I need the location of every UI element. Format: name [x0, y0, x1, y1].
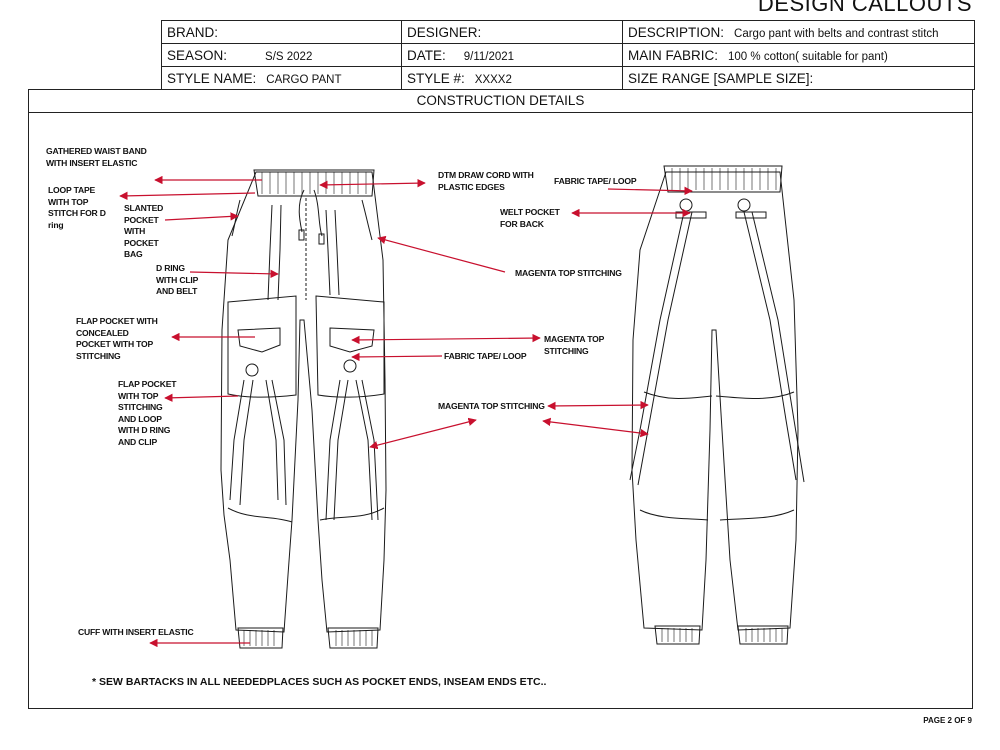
front-d-ring-right: [343, 359, 357, 373]
front-d-ring-left: [245, 363, 259, 377]
date-cell: DATE: 9/11/2021: [401, 43, 623, 67]
front-cuff-left: [237, 627, 284, 649]
back-knee-seam: [639, 509, 795, 521]
description-label: DESCRIPTION:: [628, 24, 725, 40]
callout-flap-pocket-concealed: FLAP POCKET WITH CONCEALED POCKET WITH T…: [76, 316, 158, 361]
style-name-label: STYLE NAME:: [167, 70, 257, 86]
back-cuff-left: [654, 625, 701, 645]
front-cuff-ribs: [243, 630, 373, 646]
front-slanted-pocket-left: [231, 199, 241, 237]
front-view-flat: [220, 169, 387, 649]
callout-slanted-pocket: SLANTED POCKET WITH POCKET BAG: [124, 203, 164, 259]
arrow-magenta-back-2: [542, 417, 649, 438]
front-hanging-belt-left-2: [265, 379, 287, 506]
bartack-note: * SEW BARTACKS IN ALL NEEDEDPLACES SUCH …: [92, 676, 547, 688]
date-value: 9/11/2021: [463, 50, 515, 63]
callout-d-ring: D RING WITH CLIP AND BELT: [156, 263, 198, 296]
construction-details-frame: CONSTRUCTION DETAILS: [28, 89, 973, 709]
back-pant-outline: [631, 171, 799, 631]
description-cell: DESCRIPTION: Cargo pant with belts and co…: [622, 20, 975, 44]
back-d-ring-right: [737, 198, 751, 212]
size-range-label: SIZE RANGE [SAMPLE SIZE]:: [628, 70, 814, 86]
style-number-label: STYLE #:: [407, 70, 465, 86]
front-hanging-belt-right-2: [355, 379, 379, 521]
season-value: S/S 2022: [265, 50, 313, 63]
section-title: CONSTRUCTION DETAILS: [29, 90, 972, 113]
drawcord: [298, 189, 323, 237]
front-flap-left: [237, 327, 281, 353]
front-belt-strap-left: [267, 204, 282, 301]
callout-magenta-mid: MAGENTA TOP STITCHING: [544, 334, 605, 356]
callout-welt-pocket: WELT POCKET FOR BACK: [500, 207, 560, 229]
back-hanging-belt-right: [743, 211, 805, 483]
season-cell: SEASON: S/S 2022: [161, 43, 402, 67]
page-heading: DESIGN CALLOUTS: [757, 0, 972, 16]
style-number-value: XXXX2: [474, 73, 512, 86]
main-fabric-value: 100 % cotton( suitable for pant): [728, 50, 888, 63]
back-cuff-right: [737, 625, 789, 645]
back-cuff-ribs: [661, 628, 783, 642]
designer-label: DESIGNER:: [407, 24, 482, 40]
season-label: SEASON:: [167, 47, 228, 63]
callout-arrows: [119, 175, 693, 648]
date-label: DATE:: [407, 47, 446, 63]
arrow-slanted-pocket: [164, 212, 239, 221]
description-value: Cargo pant with belts and contrast stitc…: [734, 27, 939, 40]
arrow-magenta-front: [377, 235, 506, 273]
page-number: PAGE 2 OF 9: [923, 716, 972, 725]
brand-cell: BRAND:: [161, 20, 402, 44]
main-fabric-label: MAIN FABRIC:: [628, 47, 719, 63]
callout-fabric-tape-front: FABRIC TAPE/ LOOP: [444, 351, 527, 361]
front-hanging-belt-left: [229, 379, 254, 506]
front-flap-pocket-left: [227, 295, 297, 398]
callout-waistband: GATHERED WAIST BAND WITH INSERT ELASTIC: [46, 146, 147, 168]
front-flap-right: [329, 327, 375, 353]
back-view-flat: [629, 165, 805, 645]
arrow-fabric-tape-front: [351, 352, 443, 362]
style-name-value: CARGO PANT: [266, 73, 342, 86]
arrow-loop-tape: [119, 191, 256, 201]
callout-fabric-tape-back: FABRIC TAPE/ LOOP: [554, 176, 637, 186]
callout-flap-pocket-loop: FLAP POCKET WITH TOP STITCHING AND LOOP …: [118, 379, 177, 447]
front-knee-seam: [227, 507, 385, 523]
back-d-ring-left: [679, 198, 693, 212]
back-yoke-seam: [643, 391, 795, 399]
style-number-cell: STYLE #: XXXX2: [401, 66, 623, 90]
front-belt-strap-right: [325, 209, 340, 296]
callout-draw-cord: DTM DRAW CORD WITH PLASTIC EDGES: [438, 170, 534, 192]
arrow-flap-pocket-loop: [164, 393, 239, 402]
back-welt-pocket-right: [735, 211, 767, 219]
front-cuff-right: [327, 627, 379, 649]
arrow-fabric-tape-back: [607, 186, 693, 196]
brand-label: BRAND:: [167, 24, 219, 40]
front-waistband: [253, 169, 375, 197]
arrow-draw-cord: [319, 178, 426, 190]
arrow-magenta-mid: [351, 333, 541, 345]
callout-magenta-lower: MAGENTA TOP STITCHING: [438, 401, 545, 411]
front-hanging-belt-right: [325, 379, 349, 521]
arrow-d-ring: [189, 269, 279, 279]
front-pant-outline: [220, 171, 387, 633]
back-waistband-gathers: [671, 168, 777, 190]
drawcord-tip-left: [298, 229, 305, 241]
back-hanging-belt-left: [629, 211, 693, 486]
drawcord-tip-right: [318, 233, 325, 245]
arrow-magenta-back-1: [547, 400, 649, 411]
arrow-magenta-lower: [369, 417, 477, 450]
back-waistband: [663, 165, 783, 193]
callout-magenta-front: MAGENTA TOP STITCHING: [515, 268, 622, 278]
main-fabric-cell: MAIN FABRIC: 100 % cotton( suitable for p…: [622, 43, 975, 67]
callout-cuff: CUFF WITH INSERT ELASTIC: [78, 627, 194, 637]
front-slanted-pocket-right: [361, 199, 373, 241]
spec-header-table: BRAND: DESIGNER: DESCRIPTION: Cargo pant …: [161, 20, 975, 90]
callout-loop-tape: LOOP TAPE WITH TOP STITCH FOR D ring: [48, 185, 106, 230]
front-flap-pocket-right: [315, 295, 385, 398]
